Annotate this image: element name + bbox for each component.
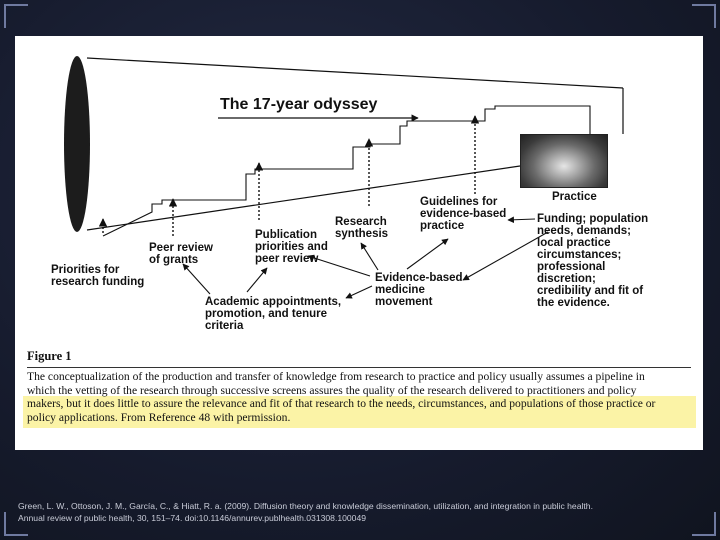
- funnel-bottom-edge: [86, 165, 521, 231]
- label-priorities: Priorities for research funding: [51, 264, 145, 288]
- funnel-top-edge: [86, 57, 624, 89]
- label-publication: Publication priorities and peer review: [255, 229, 328, 265]
- arrow-funding-to-ebm: [462, 231, 549, 281]
- caption-heading: Figure 1: [27, 349, 72, 363]
- caption-rule: [27, 367, 691, 368]
- label-ebm: Evidence-based medicine movement: [375, 272, 463, 308]
- slide-corner-top-right: [692, 4, 716, 28]
- citation: Green, L. W., Ottoson, J. M., García, C.…: [18, 500, 708, 524]
- diagram-title: The 17-year odyssey: [220, 96, 378, 113]
- water-drop-image: [520, 134, 608, 188]
- caption-body: The conceptualization of the production …: [23, 370, 696, 428]
- label-guidelines: Guidelines for evidence-based practice: [420, 196, 507, 232]
- arrow-ebm-to-publication: [307, 254, 371, 277]
- label-synthesis: Research synthesis: [335, 216, 389, 240]
- arrow-academic-to-peer: [182, 263, 211, 295]
- arrow-ebm-to-synthesis: [360, 242, 379, 271]
- screen-staircase: [102, 105, 591, 237]
- funnel-mouth: [64, 56, 90, 232]
- label-academic: Academic appointments, promotion, and te…: [205, 296, 342, 332]
- caption-highlight: [23, 396, 696, 428]
- label-funding: Funding; population needs, demands; loca…: [537, 213, 649, 309]
- caption-line: policy applications. From Reference 48 w…: [27, 410, 291, 424]
- slide-corner-bottom-right: [692, 512, 716, 536]
- arrow-ebm-to-guidelines: [406, 238, 449, 270]
- citation-line-1: Green, L. W., Ottoson, J. M., García, C.…: [18, 501, 593, 511]
- caption-line: which the vetting of the research throug…: [27, 383, 637, 397]
- figure-caption: Figure 1 The conceptualization of the pr…: [23, 349, 696, 428]
- pipeline-diagram: [64, 56, 624, 299]
- caption-text: The conceptualization of the production …: [27, 370, 691, 424]
- label-peer-review: Peer review of grants: [149, 242, 213, 266]
- slide-corner-bottom-left: [4, 512, 28, 536]
- caption-line: The conceptualization of the production …: [27, 370, 645, 383]
- arrow-academic-to-publication: [246, 267, 268, 293]
- label-practice: Practice: [552, 191, 597, 203]
- slide-corner-top-left: [4, 4, 28, 28]
- caption-line: makers, but it does little to assure the…: [27, 397, 656, 410]
- arrow-funding-to-guidelines: [507, 216, 536, 224]
- citation-line-2: Annual review of public health, 30, 151–…: [18, 513, 367, 523]
- figure-panel: The 17-year odyssey Priorities for resea…: [15, 36, 703, 450]
- arrow-ebm-to-academic: [345, 285, 373, 299]
